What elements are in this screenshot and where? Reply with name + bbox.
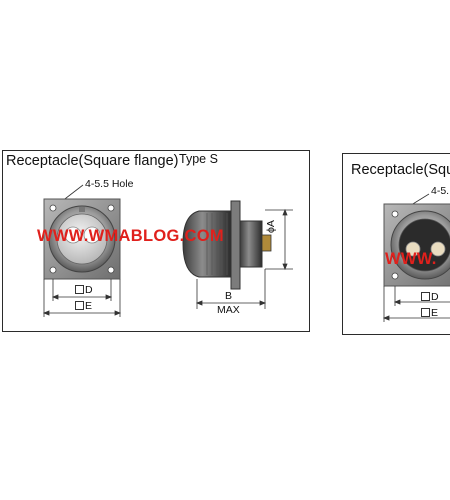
square-symbol-icon: [75, 285, 84, 294]
square-symbol-icon: [75, 301, 84, 310]
solder-terminal: [261, 234, 272, 252]
hole-label: 4-5.: [431, 185, 450, 197]
dim-d-label: D: [75, 285, 93, 296]
mount-hole-tl: [49, 204, 57, 212]
dim-e-label: E: [75, 301, 92, 312]
mount-hole-bl: [49, 266, 57, 274]
receptacle-side-panel: Receptacle(Squ 4-5. D E WWW.: [342, 153, 450, 335]
key-slot: [79, 207, 85, 212]
receptacle-drawing: [42, 184, 293, 317]
contact-pin-2: [430, 241, 446, 257]
panel-title: Receptacle(Squ: [351, 162, 450, 178]
hole-label: 4-5.5 Hole: [85, 178, 134, 190]
square-symbol-icon: [421, 308, 430, 317]
rear-body: [239, 220, 263, 268]
type-label: Type S: [179, 152, 218, 166]
thread-lines: [206, 213, 228, 275]
watermark-text: WWW.: [385, 250, 437, 268]
insert-face: [398, 218, 450, 272]
dim-b-group: [195, 269, 267, 309]
mount-hole-tr: [107, 204, 115, 212]
receptacle-drawing-cropped: [382, 193, 450, 322]
dim-max-label: MAX: [217, 304, 240, 316]
contact-pin-1: [405, 241, 421, 257]
mount-hole-bl: [391, 272, 399, 280]
front-dimensions: [382, 286, 450, 322]
dim-d-label: D: [421, 292, 439, 303]
receptacle-square-flange-panel: Receptacle(Square flange) Type S: [2, 150, 310, 332]
square-symbol-icon: [421, 292, 430, 301]
watermark-text: WWW.WMABLOG.COM: [37, 227, 224, 245]
front-dimensions: [42, 279, 122, 317]
dim-a-group: [265, 208, 293, 271]
contact-pin-2: [83, 226, 101, 244]
insert-face: [56, 213, 108, 265]
mount-hole-tl: [391, 210, 399, 218]
panel-title: Receptacle(Square flange): [6, 153, 179, 169]
mount-hole-br: [107, 266, 115, 274]
side-flange: [230, 200, 241, 290]
contact-pin-1: [64, 226, 82, 244]
dim-b-label: B: [225, 290, 233, 302]
dim-a-label: ϕA: [265, 220, 277, 233]
dim-e-label: E: [421, 308, 438, 319]
side-view: [182, 200, 272, 290]
front-view: [43, 198, 121, 280]
